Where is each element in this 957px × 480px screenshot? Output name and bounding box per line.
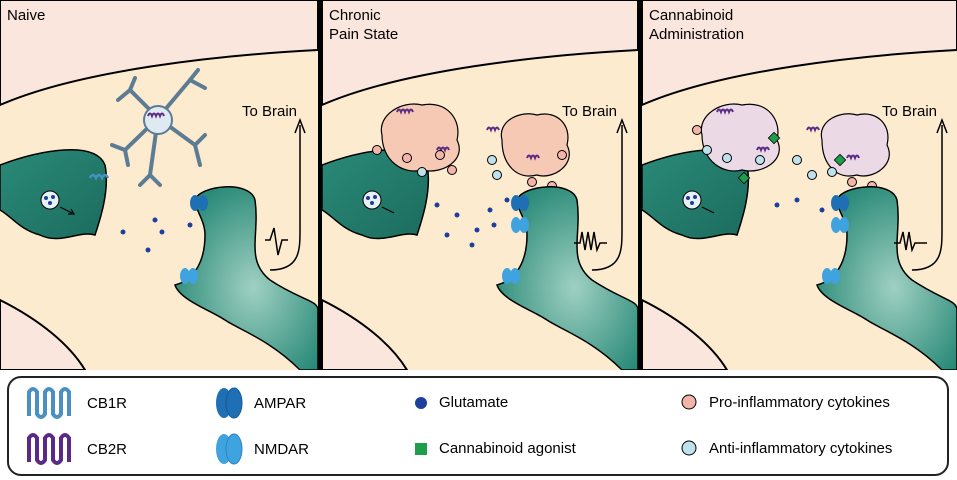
microglia-activated	[380, 103, 460, 172]
cb2r-receptor	[147, 112, 165, 119]
legend-anti-cytokines: Anti-inflammatory cytokines	[679, 438, 892, 458]
nmdar-icon	[216, 433, 243, 465]
microglia-activated	[486, 113, 570, 177]
ampar-icon	[216, 387, 243, 419]
anti-cytokine-icon	[681, 440, 697, 456]
to-brain-arrow	[265, 227, 288, 256]
divider	[318, 0, 322, 370]
vesicle	[40, 190, 60, 210]
panel-cannabinoid: Cannabinoid Administration To Brain	[642, 0, 957, 370]
cannabinoid-agonist	[737, 131, 847, 185]
glutamate-dots	[120, 217, 193, 253]
legend-ampar: AMPAR	[214, 386, 306, 420]
panel-chronic-pain: Chronic Pain State To Brain	[322, 0, 638, 370]
agonist-icon	[415, 442, 427, 455]
postsynaptic-neuron	[496, 186, 638, 370]
postsynaptic-neuron	[816, 186, 957, 370]
panel-title: Naive	[7, 7, 46, 24]
cytokines-anti	[417, 155, 502, 180]
legend-cb2r: CB2R	[25, 432, 127, 466]
pro-cytokine-icon	[681, 394, 697, 410]
cb2r-icon	[27, 433, 71, 465]
panel-title: Cannabinoid Administration	[649, 7, 745, 43]
glutamate-icon	[415, 396, 427, 409]
legend-agonist: Cannabinoid agonist	[413, 440, 576, 457]
postsynaptic-neuron	[174, 186, 318, 370]
legend-pro-cytokines: Pro-inflammatory cytokines	[679, 392, 890, 412]
legend-cb1r: CB1R	[25, 386, 127, 420]
legend: CB1R CB2R AMPAR NMDAR Glutamate Cannabin…	[7, 376, 949, 476]
to-brain-label: To Brain	[562, 103, 618, 120]
microglia-partially-activated	[700, 103, 780, 172]
legend-glutamate: Glutamate	[413, 394, 508, 411]
to-brain-label: To Brain	[242, 103, 298, 120]
divider	[638, 0, 642, 370]
legend-nmdar: NMDAR	[214, 432, 309, 466]
panel-title: Chronic Pain State	[329, 7, 399, 43]
panel-naive: Naive To Brain	[0, 0, 318, 370]
cb1r-receptor	[88, 173, 110, 181]
to-brain-label: To Brain	[882, 103, 938, 120]
cb1r-icon	[27, 387, 71, 419]
